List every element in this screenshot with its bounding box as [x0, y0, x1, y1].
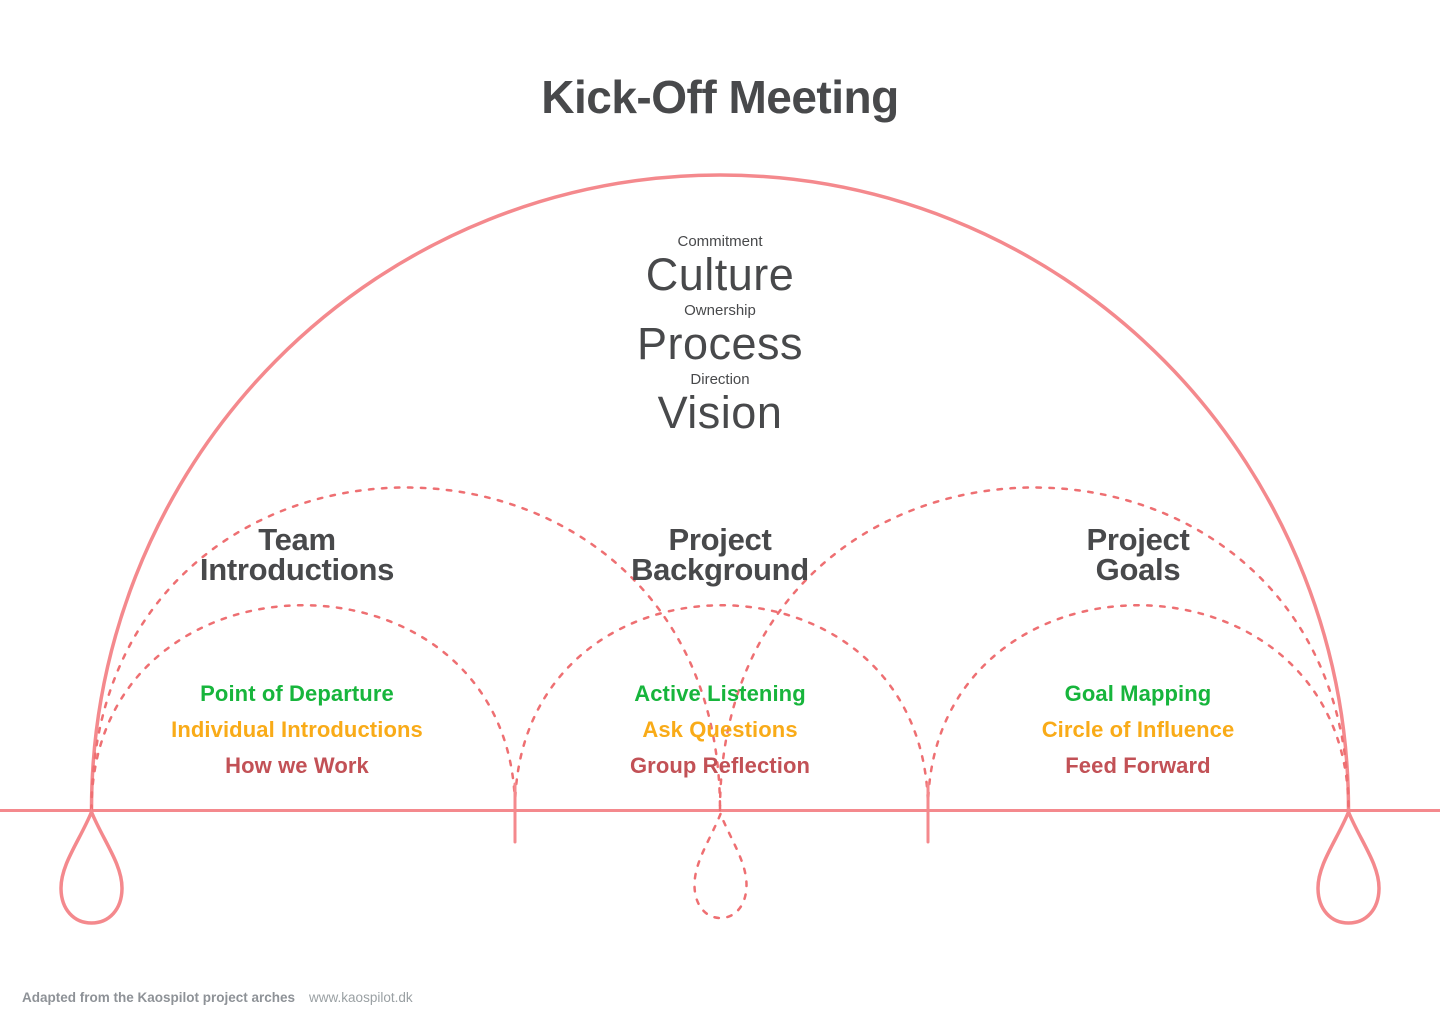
arch-level-value-culture: Culture — [645, 249, 795, 300]
section-heading-line: Introductions — [199, 552, 395, 587]
section-items-project-background: Active Listening Ask Questions Group Ref… — [530, 682, 910, 790]
agenda-item: Point of Departure — [200, 681, 394, 706]
section-items-project-goals: Goal Mapping Circle of Influence Feed Fo… — [948, 682, 1328, 790]
phase-arch-right-dotted — [718, 486, 1350, 812]
sub-arch-left-dotted — [90, 604, 517, 812]
section-heading-project-background: Project Background — [550, 522, 890, 587]
agenda-item: Ask Questions — [642, 717, 798, 742]
arch-level-value-process: Process — [636, 318, 804, 369]
agenda-item: Goal Mapping — [1064, 681, 1212, 706]
phase-arch-left-dotted — [90, 486, 722, 812]
footer-credit: Adapted from the Kaospilot project arche… — [22, 990, 296, 1005]
footer: Adapted from the Kaospilot project arche… — [22, 990, 413, 1005]
agenda-item: Feed Forward — [1065, 753, 1211, 778]
section-heading-line: Project — [1086, 522, 1190, 557]
arch-level-value-vision: Vision — [657, 387, 783, 438]
section-heading-line: Project — [668, 522, 772, 557]
footer-link: www.kaospilot.dk — [309, 990, 413, 1005]
main-arch — [89, 173, 1351, 812]
arch-level-label-ownership: Ownership — [684, 302, 756, 319]
section-heading-line: Background — [631, 552, 809, 587]
sub-arch-right-dotted — [926, 604, 1350, 812]
section-heading-team-introductions: Team Introductions — [127, 522, 467, 587]
section-items-team-introductions: Point of Departure Individual Introducti… — [107, 682, 487, 790]
teardrop-left — [59, 807, 124, 925]
agenda-item: How we Work — [225, 753, 369, 778]
sub-arch-center-dotted — [513, 604, 930, 812]
section-heading-project-goals: Project Goals — [968, 522, 1308, 587]
agenda-item: Individual Introductions — [171, 717, 423, 742]
teardrop-right — [1316, 807, 1381, 925]
arch-level-label-commitment: Commitment — [677, 233, 763, 250]
agenda-item: Active Listening — [634, 681, 806, 706]
teardrop-center-dotted — [693, 810, 748, 920]
section-heading-line: Team — [258, 522, 336, 557]
agenda-item: Circle of Influence — [1041, 717, 1235, 742]
page-title: Kick-Off Meeting — [541, 71, 899, 123]
section-heading-line: Goals — [1095, 552, 1181, 587]
agenda-item: Group Reflection — [629, 753, 811, 778]
arch-level-label-direction: Direction — [690, 371, 750, 388]
